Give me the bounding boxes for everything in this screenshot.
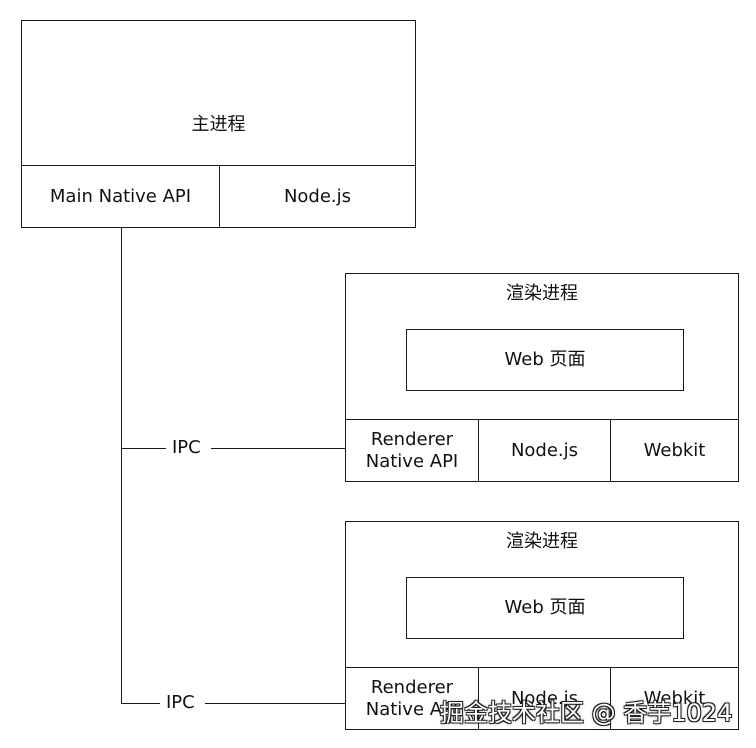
- ipc-connector-2-right: [205, 703, 346, 704]
- renderer-native-api-line2-2: Native API: [365, 698, 459, 720]
- renderer-webkit-cell-1: Webkit: [610, 419, 739, 482]
- renderer-process-title-2: 渲染进程: [506, 531, 578, 552]
- ipc-connector-1-right: [211, 448, 346, 449]
- renderer-native-api-cell-2: Renderer Native API: [345, 667, 479, 730]
- main-vertical-connector: [121, 228, 122, 704]
- renderer-node-js-cell-1: Node.js: [478, 419, 611, 482]
- renderer-native-api-cell-1: Renderer Native API: [345, 419, 479, 482]
- main-process-title: 主进程: [191, 114, 246, 135]
- ipc-label-2: IPC: [160, 692, 201, 714]
- watermark-text: 掘金技术社区 @ 香芋1024: [440, 699, 733, 727]
- renderer-process-title-1: 渲染进程: [506, 283, 578, 304]
- renderer-native-api-line2-1: Native API: [365, 450, 459, 472]
- renderer-native-api-line1-2: Renderer: [370, 676, 454, 698]
- main-node-js-cell: Node.js: [219, 165, 416, 228]
- web-page-box-2: Web 页面: [406, 577, 684, 639]
- web-page-box-1: Web 页面: [406, 329, 684, 391]
- ipc-connector-1-left: [121, 448, 166, 449]
- main-native-api-cell: Main Native API: [21, 165, 220, 228]
- ipc-connector-2-left: [121, 703, 161, 704]
- renderer-webkit-cell-2: Webkit: [610, 667, 739, 730]
- renderer-node-js-cell-2: Node.js: [478, 667, 611, 730]
- ipc-label-1: IPC: [166, 437, 207, 459]
- renderer-native-api-line1-1: Renderer: [370, 428, 454, 450]
